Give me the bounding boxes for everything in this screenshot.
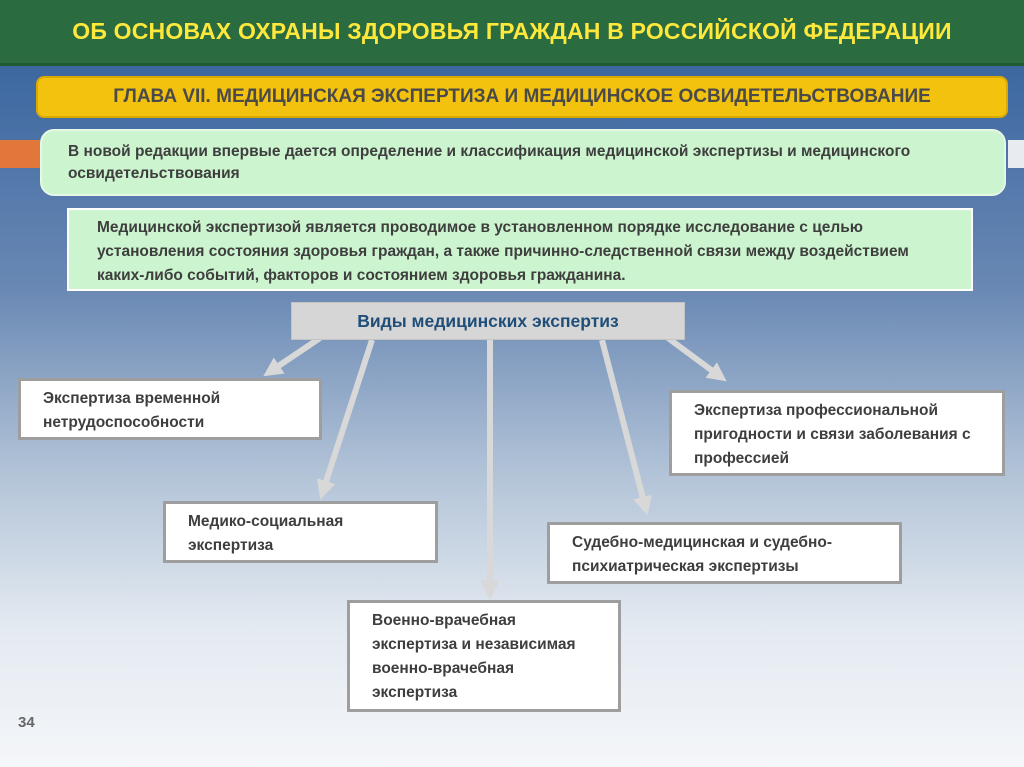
page-number: 34 <box>18 714 35 731</box>
arrow-to-forensic <box>599 339 652 516</box>
intro-text-box: В новой редакции впервые дается определе… <box>40 129 1006 196</box>
arrow-to-professional <box>666 335 727 382</box>
left-accent-bar <box>0 140 40 168</box>
page-title: ОБ ОСНОВАХ ОХРАНЫ ЗДОРОВЬЯ ГРАЖДАН В РОС… <box>72 18 952 44</box>
definition-text-box: Медицинской экспертизой является проводи… <box>67 208 973 291</box>
type-box-temporary-disability: Экспертиза временной нетрудоспособности <box>18 378 322 440</box>
right-accent-bar <box>1008 140 1024 168</box>
title-bar: ОБ ОСНОВАХ ОХРАНЫ ЗДОРОВЬЯ ГРАЖДАН В РОС… <box>0 0 1024 66</box>
arrow-to-med-social <box>317 339 375 500</box>
chapter-banner: ГЛАВА VII. МЕДИЦИНСКАЯ ЭКСПЕРТИЗА И МЕДИ… <box>36 76 1008 118</box>
types-header-label: Виды медицинских экспертиз <box>357 310 619 331</box>
type-box-forensic: Судебно-медицинская и судебно-психиатрич… <box>547 522 902 584</box>
type-box-professional-fitness: Экспертиза профессиональной пригодности … <box>669 390 1005 476</box>
type-box-military: Военно-врачебная экспертиза и независима… <box>347 600 621 712</box>
chapter-title: ГЛАВА VII. МЕДИЦИНСКАЯ ЭКСПЕРТИЗА И МЕДИ… <box>113 86 931 107</box>
arrow-to-temp <box>263 335 322 377</box>
type-box-medical-social: Медико-социальная экспертиза <box>163 501 438 563</box>
types-header: Виды медицинских экспертиз <box>291 302 685 340</box>
